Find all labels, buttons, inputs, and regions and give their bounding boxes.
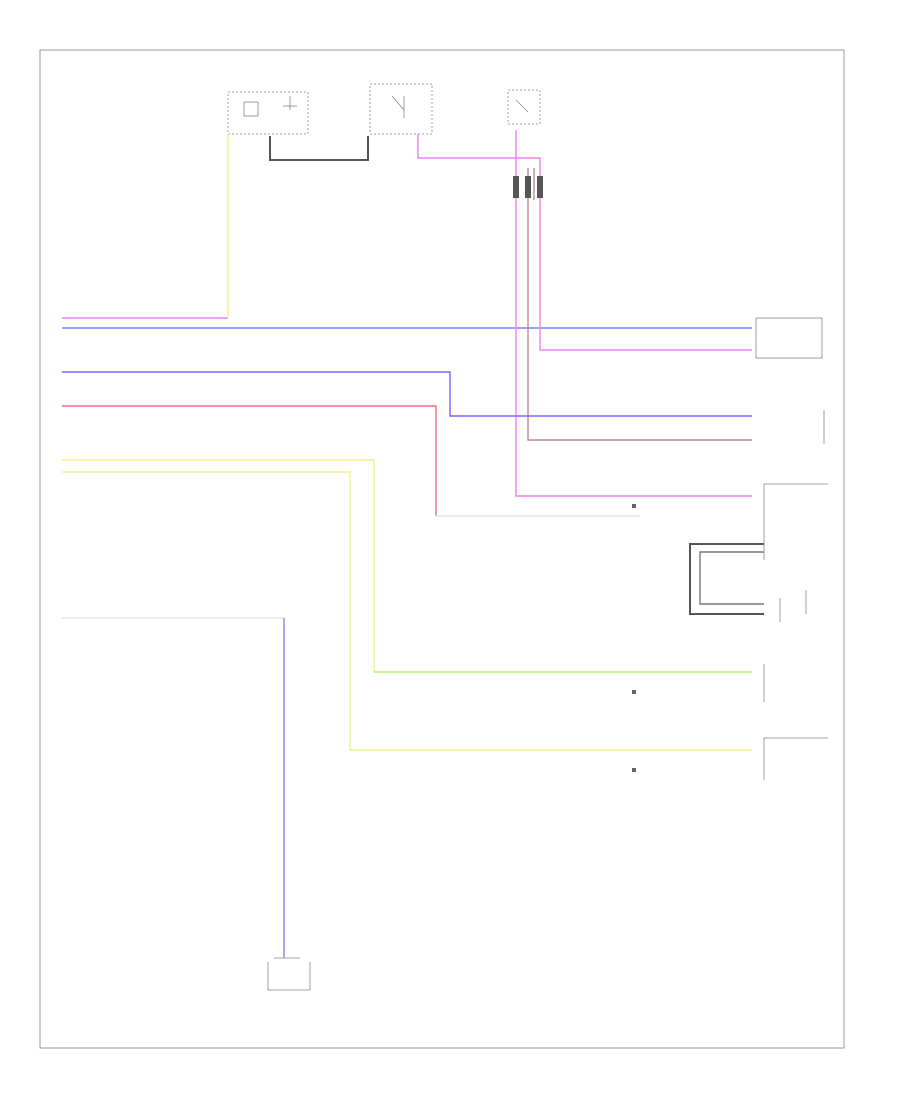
bundle-markers [513, 176, 543, 198]
top-mid-component [369, 83, 433, 135]
wire-yellow-row-6 [62, 471, 752, 751]
wire-black-loop [689, 543, 764, 615]
wire-red-row-4 [62, 405, 437, 516]
ground-symbols [632, 504, 636, 772]
wire-blue-row-3 [62, 371, 752, 417]
wire-black-top [269, 136, 369, 161]
right-component-6 [763, 737, 828, 780]
wire-pink-bundle-1 [515, 130, 752, 497]
right-component-4 [779, 590, 807, 622]
top-right-component [507, 89, 541, 125]
top-left-component [227, 91, 309, 135]
right-component-3 [763, 483, 828, 560]
diagram-frame [39, 49, 845, 1049]
wire-pink-top [417, 134, 752, 351]
wire-brown-bundle-2 [527, 168, 752, 441]
wire-yellow-row-5 [62, 459, 375, 672]
wire-black-loop-inner [699, 551, 764, 605]
right-component-1 [755, 317, 823, 359]
bottom-component [267, 957, 311, 991]
